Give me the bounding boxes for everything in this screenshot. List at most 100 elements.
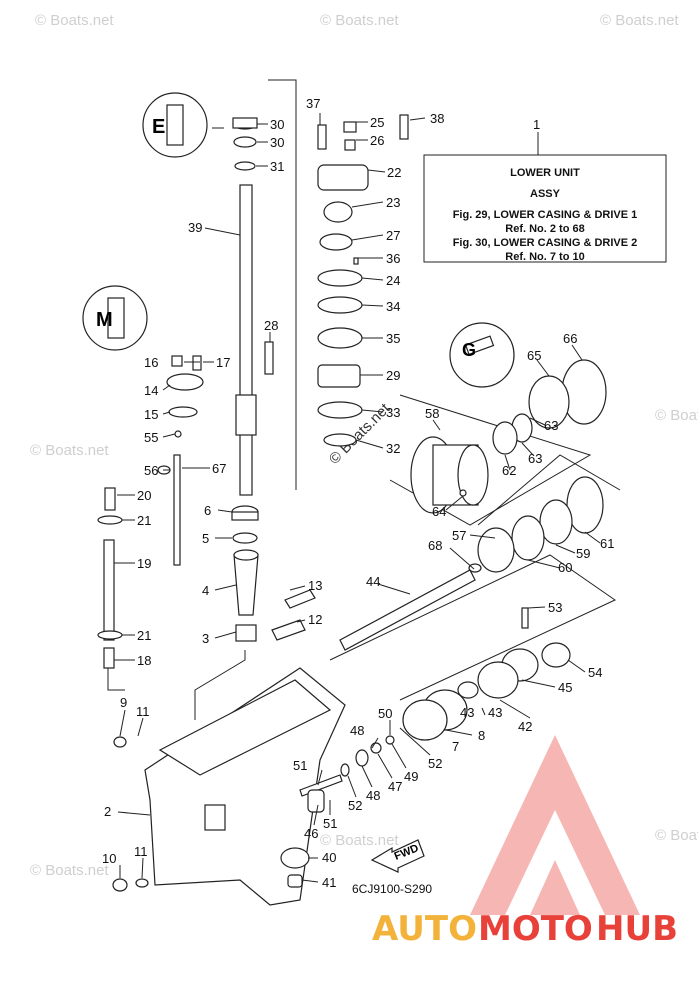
automotohub-logo-graphic bbox=[470, 735, 640, 915]
callout-38: 38 bbox=[430, 111, 444, 126]
grease-indicator-16: M bbox=[82, 285, 148, 351]
automotohub-wordmark: AUTO MOTO HUB bbox=[372, 909, 678, 949]
svg-text:M: M bbox=[96, 309, 113, 331]
callout-40: 40 bbox=[322, 850, 336, 865]
watermarks: © Boats.net © Boats.net © Boats.net © Bo… bbox=[30, 12, 698, 879]
watermark-text: © Boats.net bbox=[35, 12, 114, 29]
callout-47: 47 bbox=[388, 779, 402, 794]
callout-60: 60 bbox=[558, 560, 572, 575]
callout-15: 15 bbox=[144, 407, 158, 422]
callout-22: 22 bbox=[387, 165, 401, 180]
callout-7: 7 bbox=[452, 739, 459, 754]
callout-25: 25 bbox=[370, 115, 384, 130]
watermark-text: © Boats.net bbox=[320, 832, 399, 849]
drive-shaft-parts bbox=[231, 117, 274, 642]
callout-57: 57 bbox=[452, 528, 466, 543]
callout-55: 55 bbox=[144, 430, 158, 445]
callout-33: 33 bbox=[386, 405, 400, 420]
group-bracket-lines bbox=[107, 79, 621, 720]
callout-26: 26 bbox=[370, 133, 384, 148]
info-line: Ref. No. 7 to 10 bbox=[505, 251, 584, 263]
callout-numbers: 30 30 31 39 37 25 26 38 22 23 27 36 24 3… bbox=[102, 96, 614, 890]
callout-11: 11 bbox=[136, 704, 150, 719]
callout-65: 65 bbox=[527, 348, 541, 363]
callout-68: 68 bbox=[428, 538, 442, 553]
callout-14: 14 bbox=[144, 383, 158, 398]
callout-34: 34 bbox=[386, 299, 400, 314]
watermark-text: © Boats.net bbox=[30, 862, 109, 879]
callout-1: 1 bbox=[533, 117, 540, 132]
lower-casing bbox=[112, 667, 346, 906]
callout-43: 43 bbox=[460, 705, 474, 720]
callout-46: 46 bbox=[304, 826, 318, 841]
callout-3: 3 bbox=[202, 631, 209, 646]
watermark-text: © Boats.net bbox=[655, 827, 698, 844]
callout-10: 10 bbox=[102, 851, 116, 866]
callout-66: 66 bbox=[563, 331, 577, 346]
watermark-text: © Boats.net bbox=[655, 407, 698, 424]
callout-56: 56 bbox=[144, 463, 158, 478]
info-line: LOWER UNIT bbox=[510, 167, 580, 179]
callout-59: 59 bbox=[576, 546, 590, 561]
callout-24: 24 bbox=[386, 273, 400, 288]
callout-30: 30 bbox=[270, 135, 284, 150]
callout-19: 19 bbox=[137, 556, 151, 571]
callout-62: 62 bbox=[502, 463, 516, 478]
watermark-text: © Boats.net bbox=[320, 12, 399, 29]
callout-43: 43 bbox=[488, 705, 502, 720]
info-line: ASSY bbox=[530, 188, 561, 200]
svg-text:E: E bbox=[152, 116, 165, 138]
callout-54: 54 bbox=[588, 665, 602, 680]
callout-9: 9 bbox=[120, 695, 127, 710]
grease-indicator-62: G bbox=[449, 322, 515, 388]
callout-44: 44 bbox=[366, 574, 380, 589]
callout-23: 23 bbox=[386, 195, 400, 210]
shift-rod-parts bbox=[97, 355, 204, 669]
callout-16: 16 bbox=[144, 355, 158, 370]
callout-41: 41 bbox=[322, 875, 336, 890]
svg-text:G: G bbox=[462, 340, 476, 360]
callout-32: 32 bbox=[386, 441, 400, 456]
callout-61: 61 bbox=[600, 536, 614, 551]
callout-2: 2 bbox=[104, 804, 111, 819]
callout-4: 4 bbox=[202, 583, 209, 598]
grease-indicator-30: E bbox=[142, 92, 208, 158]
callout-21: 21 bbox=[137, 513, 151, 528]
callout-48: 48 bbox=[350, 723, 364, 738]
callout-58: 58 bbox=[425, 406, 439, 421]
callout-31: 31 bbox=[270, 159, 284, 174]
callout-12: 12 bbox=[308, 612, 322, 627]
callout-50: 50 bbox=[378, 706, 392, 721]
callout-18: 18 bbox=[137, 653, 151, 668]
callout-51: 51 bbox=[293, 758, 307, 773]
callout-30: 30 bbox=[270, 117, 284, 132]
callout-29: 29 bbox=[386, 368, 400, 383]
callout-49: 49 bbox=[404, 769, 418, 784]
lower-unit-info-box: 1 LOWER UNIT ASSY Fig. 29, LOWER CASING … bbox=[423, 117, 667, 263]
callout-8: 8 bbox=[478, 728, 485, 743]
callout-39: 39 bbox=[188, 220, 202, 235]
callout-53: 53 bbox=[548, 600, 562, 615]
brand-auto: AUTO bbox=[372, 909, 477, 949]
callout-63: 63 bbox=[544, 418, 558, 433]
callout-17: 17 bbox=[216, 355, 230, 370]
callout-37: 37 bbox=[306, 96, 320, 111]
watermark-text: © Boats.net bbox=[30, 442, 109, 459]
callout-67: 67 bbox=[212, 461, 226, 476]
info-line: Ref. No. 2 to 68 bbox=[505, 223, 584, 235]
water-pump-parts bbox=[317, 114, 409, 447]
diagram-code: 6CJ9100-S290 bbox=[352, 882, 432, 896]
callout-52: 52 bbox=[348, 798, 362, 813]
callout-45: 45 bbox=[558, 680, 572, 695]
callout-48: 48 bbox=[366, 788, 380, 803]
info-line: Fig. 30, LOWER CASING & DRIVE 2 bbox=[453, 237, 638, 249]
watermark-text: © Boats.net bbox=[600, 12, 679, 29]
brand-moto: MOTO bbox=[478, 909, 593, 949]
callout-52: 52 bbox=[428, 756, 442, 771]
callout-63: 63 bbox=[528, 451, 542, 466]
callout-64: 64 bbox=[432, 504, 446, 519]
callout-42: 42 bbox=[518, 719, 532, 734]
bearing-housing-parts bbox=[410, 359, 607, 573]
callout-27: 27 bbox=[386, 228, 400, 243]
